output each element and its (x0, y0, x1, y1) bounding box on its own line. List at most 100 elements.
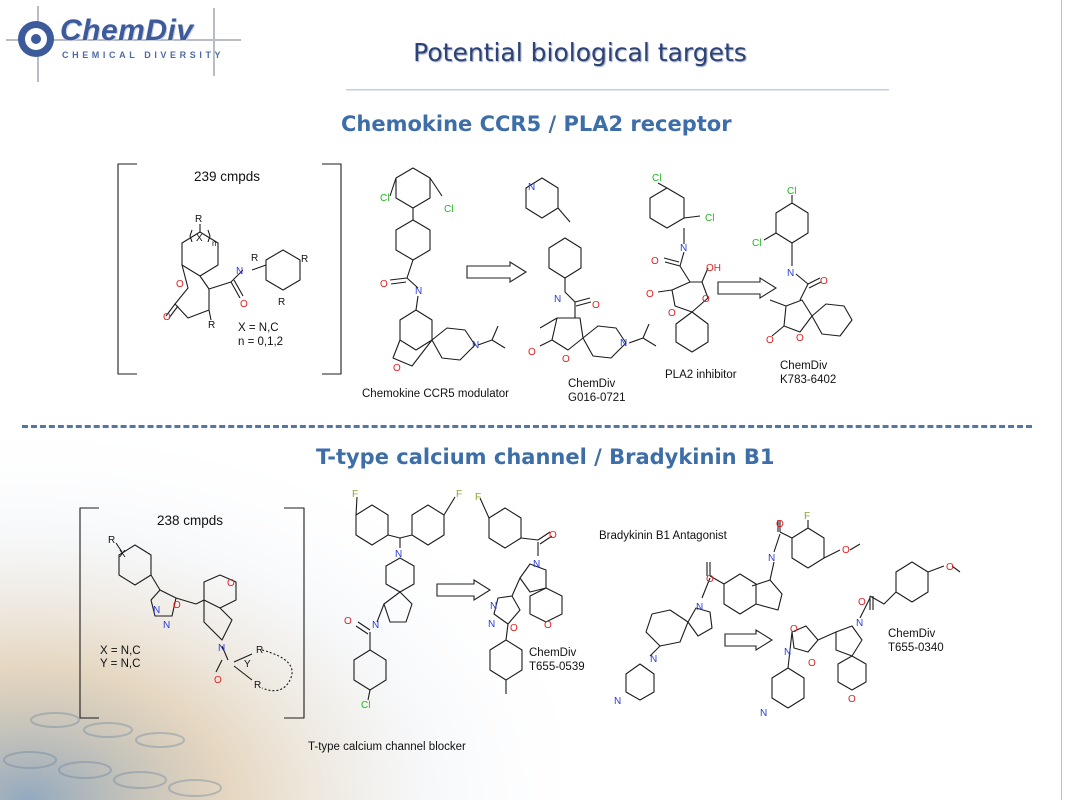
fluorine-atom: F (475, 492, 481, 503)
nitrogen-atom: N (533, 559, 540, 570)
compound-label-bradykinin-antagonist: Bradykinin B1 Antagonist (599, 530, 727, 542)
nitrogen-atom: N (768, 553, 775, 564)
oxygen-atom: O (946, 562, 954, 573)
nitrogen-atom: N (680, 243, 687, 254)
oxygen-atom: O (240, 299, 248, 310)
nitrogen-atom: N (784, 647, 791, 658)
compound-id-t655-0539: T655-0539 (529, 661, 585, 673)
background-photo (0, 430, 560, 800)
nitrogen-atom: N (614, 696, 621, 707)
oxygen-atom: O (163, 312, 171, 323)
chlorine-atom: Cl (752, 238, 761, 249)
chlorine-atom: Cl (444, 204, 453, 215)
library-definition-y-2: Y = N,C (100, 658, 141, 670)
logo-star-icon (6, 6, 241, 82)
fluorine-atom: F (804, 511, 810, 522)
section-divider (22, 425, 1032, 428)
r-group-label: R (251, 253, 258, 264)
r-group-label: R (254, 680, 261, 691)
oxygen-atom: O (796, 333, 804, 344)
chlorine-atom: Cl (361, 700, 370, 711)
oxygen-atom: O (176, 279, 184, 290)
oxygen-atom: O (858, 597, 866, 608)
chlorine-atom: Cl (380, 193, 389, 204)
r-group-label: R (301, 254, 308, 265)
nitrogen-atom: N (488, 619, 495, 630)
compound-label-pla2-inhibitor: PLA2 inhibitor (665, 369, 737, 381)
oxygen-atom: O (706, 574, 714, 585)
oxygen-atom: O (380, 279, 388, 290)
nitrogen-atom: N (760, 708, 767, 719)
oxygen-atom: O (790, 624, 798, 635)
r-group-label: R (195, 214, 202, 225)
nitrogen-atom: N (528, 182, 535, 193)
oxygen-atom: O (848, 694, 856, 705)
oxygen-atom: O (510, 623, 518, 634)
nitrogen-atom: N (395, 549, 402, 560)
title-underline (346, 89, 889, 91)
page-title: Potential biological targets (413, 38, 747, 67)
compound-label-ccr5-modulator: Chemokine CCR5 modulator (362, 388, 510, 400)
library-count-1: 239 cmpds (194, 169, 261, 184)
compound-label-chemdiv-3: ChemDiv (529, 647, 577, 659)
chemdiv-logo: ChemDiv CHEMICAL DIVERSITY (6, 6, 246, 82)
oxygen-atom: O (214, 675, 222, 686)
right-border (1061, 0, 1062, 800)
oxygen-atom: O (592, 300, 600, 311)
nitrogen-atom: N (490, 601, 497, 612)
y-atom-label: Y (244, 659, 251, 670)
nitrogen-atom: N (787, 268, 794, 279)
oxygen-atom: O (766, 335, 774, 346)
oxygen-atom: O (668, 308, 676, 319)
chlorine-atom: Cl (652, 173, 661, 184)
r-group-label: R (208, 320, 215, 331)
compound-id-k783-6402: K783-6402 (780, 374, 837, 386)
section-title-ccr5-pla2: Chemokine CCR5 / PLA2 receptor (341, 112, 732, 136)
nitrogen-atom: N (415, 286, 422, 297)
hydroxyl-group: OH (706, 263, 721, 274)
library-definition-x-2: X = N,C (100, 645, 141, 657)
oxygen-atom: O (651, 256, 659, 267)
r-group-label: R (278, 297, 285, 308)
library-definition-n-1: n = 0,1,2 (238, 336, 284, 348)
section-title-calcium-bradykinin: T-type calcium channel / Bradykinin B1 (316, 445, 775, 469)
nitrogen-atom: N (856, 618, 863, 629)
logo-wordmark: ChemDiv (60, 14, 194, 47)
oxygen-atom: O (776, 519, 784, 530)
chlorine-atom: Cl (705, 213, 714, 224)
n-index-label: n (212, 239, 216, 248)
oxygen-atom: O (227, 578, 235, 589)
nitrogen-atom: N (218, 643, 225, 654)
x-atom-label: X (196, 233, 203, 244)
nitrogen-atom: N (554, 294, 561, 305)
oxygen-atom: O (173, 600, 181, 611)
nitrogen-atom: N (153, 605, 160, 616)
oxygen-atom: O (808, 658, 816, 669)
nitrogen-atom: N (650, 654, 657, 665)
oxygen-atom: O (344, 616, 352, 627)
oxygen-atom: O (544, 620, 552, 631)
compound-label-chemdiv-4: ChemDiv (888, 628, 936, 640)
compound-id-t655-0340: T655-0340 (888, 642, 944, 654)
x-atom-label: X (119, 549, 126, 560)
oxygen-atom: O (842, 545, 850, 556)
oxygen-atom: O (549, 530, 557, 541)
r-group-label: R (256, 645, 263, 656)
compound-label-t-type-blocker: T-type calcium channel blocker (308, 741, 466, 753)
fluorine-atom: F (456, 489, 462, 500)
library-count-2: 238 cmpds (157, 513, 224, 528)
logo-subtitle: CHEMICAL DIVERSITY (62, 50, 225, 60)
